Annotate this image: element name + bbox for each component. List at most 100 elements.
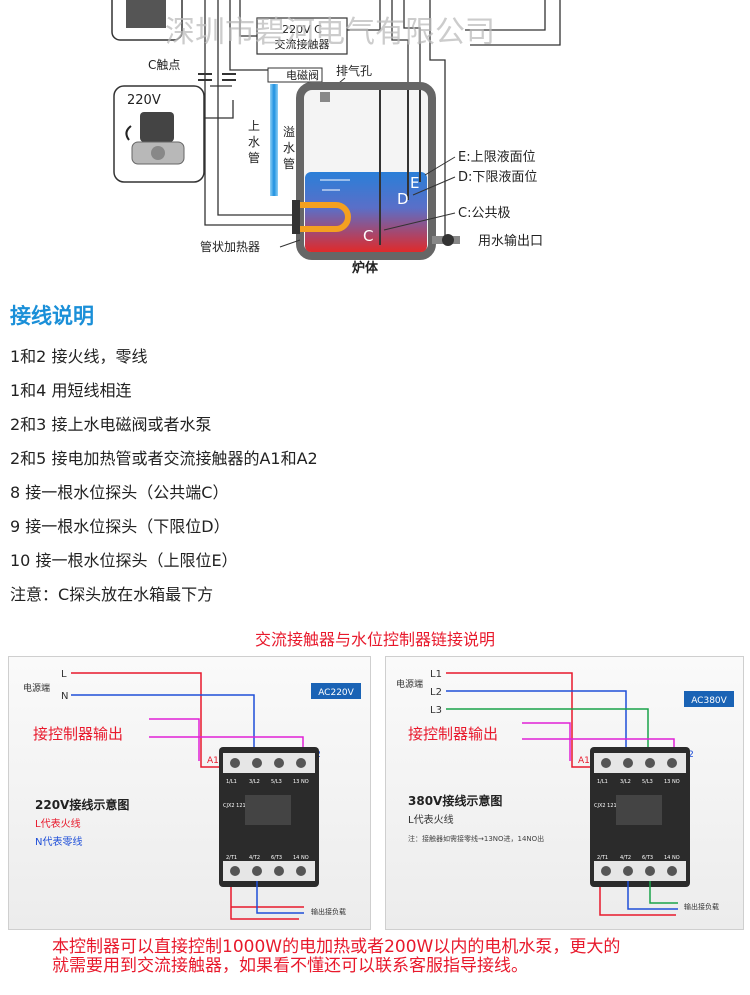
heater-element [296,202,351,232]
voltage-badge-text: AC220V [318,688,354,698]
terminal-label: 13 NO [293,779,309,785]
terminal-screw [645,758,655,768]
inlet-pipe [270,84,278,196]
line-l-label: L [61,669,67,680]
terminal-screw [274,866,284,876]
contactor-window [245,795,291,825]
upper-level-label: E:上限液面位 [458,150,536,165]
wire-load-green [649,881,678,904]
c-contact-label: C触点 [148,58,180,72]
overflow-pipe-label-1: 溢 [283,125,295,139]
probe-e-letter: E [410,174,419,192]
tank-wiring-diagram: 220V C 交流接触器 C触点 深圳市碧河电气有限公司 220V 电磁阀 排 [111,0,561,276]
terminal-label: 1/L1 [597,779,608,785]
overflow-pipe-label-2: 水 [283,141,295,155]
contactor-label-line1: 220V C [282,23,322,36]
terminal-screw [230,758,240,768]
tank-solenoid-valve [267,67,323,83]
controller-output-label: 接控制器输出 [408,725,498,743]
legend-n: N代表零线 [35,835,82,848]
controller-device [126,0,166,28]
voltage-badge-text: AC380V [691,696,727,706]
overflow-pipe-label-3: 管 [283,156,295,171]
terminal-screw [252,866,262,876]
contactor-model: CJX2 1210 [223,803,249,809]
panel-380v-diagram: 电源端 L1 L2 L3 AC380V 接控制器输出 A1 A2 1/L1 3/… [396,669,734,916]
legend-l: L代表火线 [35,817,81,830]
wire-ctrl-1 [522,722,571,761]
panel-220v: 电源端 L N AC220V 接控制器输出 A1 A2 1/L1 3/L2 5/… [8,656,371,930]
terminal-label: 4/T2 [620,855,631,861]
wiring-title: 交流接触器与水位控制器链接说明 [254,630,495,649]
terminal-screw [601,758,611,768]
heater-label: 管状加热器 [200,239,260,254]
vent-hole-label: 排气孔 [336,63,372,78]
line-l2-label: L2 [430,687,442,698]
terminal-label: 1/L1 [226,779,237,785]
contactor-label-line2: 交流接触器 [275,37,330,51]
terminal-label: 5/L3 [642,779,653,785]
contactor-model: CJX2 1210 [594,803,620,809]
wire-ctrl-1 [149,718,200,761]
terminal-screw [623,758,633,768]
heater-leader [279,239,301,248]
furnace-label: 炉体 [352,260,379,276]
inlet-pipe-label-3: 管 [248,150,260,165]
section-heading: 接线说明 [10,304,94,328]
instruction-item: 1和4 用短线相连 [10,381,132,400]
instruction-item: 2和5 接电加热管或者交流接触器的A1和A2 [10,449,318,468]
c-contact [198,73,236,81]
instruction-list: 1和2 接火线，零线 1和4 用短线相连 2和3 接上水电磁阀或者水泵 2和5 … [10,340,318,612]
footer-note-line-2: 就需要用到交流接触器，如果看不懂还可以联系客服指导接线。 [52,956,528,976]
terminal-label: 3/L2 [620,779,631,785]
terminal-screw [667,866,677,876]
terminal-label: 13 NO [664,779,680,785]
solenoid-valve-icon [125,112,185,165]
probe-d-letter: D [397,190,409,208]
load-output-label: 输出接负载 [684,902,719,911]
terminal-label: 2/T1 [597,855,608,861]
wire-load-blue [627,881,678,910]
outlet-valve [442,234,454,246]
terminal-screw [623,866,633,876]
contactor-bottom-terminals [594,861,686,881]
panel-title: 380V接线示意图 [408,793,502,808]
footer-note-line-1: 本控制器可以直接控制1000W的电加热或者200W以内的电机水泵，更大的 [52,937,621,957]
outlet-label: 用水输出口 [478,233,543,249]
contactor-top-terminals [594,753,686,773]
panel-220v-diagram: 电源端 L N AC220V 接控制器输出 A1 A2 1/L1 3/L2 5/… [23,669,361,920]
line-l3-label: L3 [430,705,442,716]
voltage-badge [311,683,361,699]
contactor-bottom-terminals [223,861,315,881]
power-label: 电源端 [23,682,50,694]
contactor-box [256,17,348,55]
wire-load-blue [256,881,304,914]
terminal-label: 3/L2 [249,779,260,785]
wire-l2 [446,690,627,767]
legend-l: L代表火线 [408,813,454,826]
instruction-item: 9 接一根水位探头（下限位D） [10,517,230,536]
terminal-screw [296,758,306,768]
terminal-screw [667,758,677,768]
common-pole-label: C:公共极 [458,206,510,221]
heater-mount [292,200,300,234]
contactor-top-terminals [223,753,315,773]
line-n-label: N [61,691,68,702]
terminal-screw [296,866,306,876]
line-l1-label: L1 [430,669,442,680]
instruction-note: 注意：C探头放在水箱最下方 [10,585,214,604]
panel-380v: 电源端 L1 L2 L3 AC380V 接控制器输出 A1 A2 1/L1 3/… [385,656,744,930]
terminal-label: 14 NO [664,855,680,861]
panel-title: 220V接线示意图 [35,797,129,812]
a1-label: A1 [578,756,590,766]
tank-top-fitting [320,92,330,102]
terminal-label: 4/T2 [249,855,260,861]
contactor-window [616,795,662,825]
voltage-badge [684,691,734,707]
terminal-label: 6/T3 [271,855,282,861]
wire-l1 [446,672,676,916]
terminal-label: 5/L3 [271,779,282,785]
controller-output-label: 接控制器输出 [33,725,123,743]
terminal-screw [252,758,262,768]
instruction-item: 8 接一根水位探头（公共端C） [10,483,229,502]
